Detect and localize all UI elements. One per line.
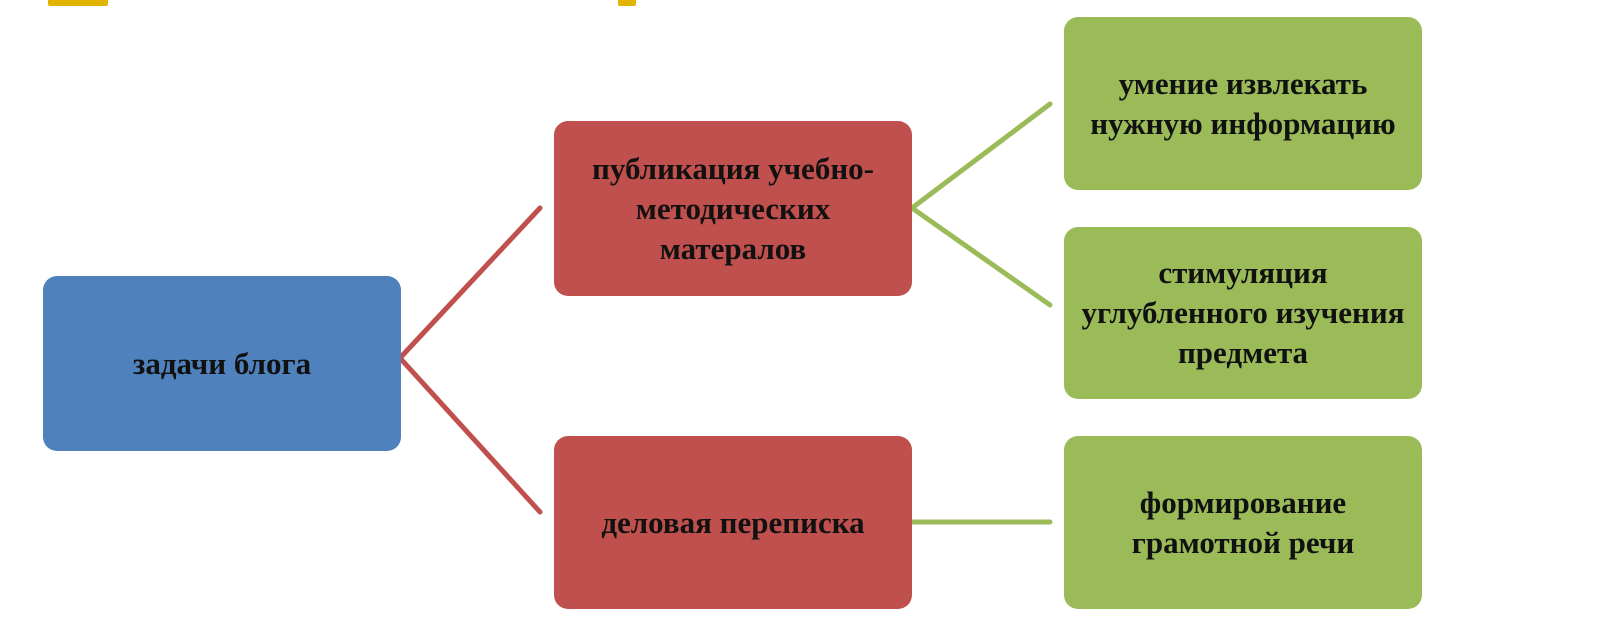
connector-root-to-publication (397, 205, 543, 361)
connector-publication-to-stimulation (909, 205, 1053, 308)
node-deep-study-stimulation: стимуляция углубленного изучения предмет… (1064, 227, 1422, 399)
root-node-label: задачи блога (132, 345, 312, 381)
node-literate-speech: формирование грамотной речи (1064, 436, 1422, 609)
root-node-blog-tasks: задачи блога (43, 276, 401, 451)
node-extract-information-label: умение извлекать нужную информацию (1090, 65, 1396, 141)
node-literate-speech-label: формирование грамотной речи (1131, 484, 1355, 560)
top-accent-mark-right (618, 0, 636, 6)
node-publication-materials: публикация учебно-методических матералов (554, 121, 912, 296)
connector-root-to-correspondence (397, 355, 543, 515)
top-accent-mark-left (48, 0, 108, 6)
node-business-correspondence-label: деловая переписка (601, 504, 865, 540)
node-extract-information: умение извлекать нужную информацию (1064, 17, 1422, 190)
node-business-correspondence: деловая переписка (554, 436, 912, 609)
node-publication-materials-label: публикация учебно-методических матералов (592, 150, 874, 266)
node-deep-study-stimulation-label: стимуляция углубленного изучения предмет… (1081, 255, 1405, 370)
top-decorative-strip (0, 0, 1600, 10)
connector-publication-to-information (909, 101, 1053, 211)
